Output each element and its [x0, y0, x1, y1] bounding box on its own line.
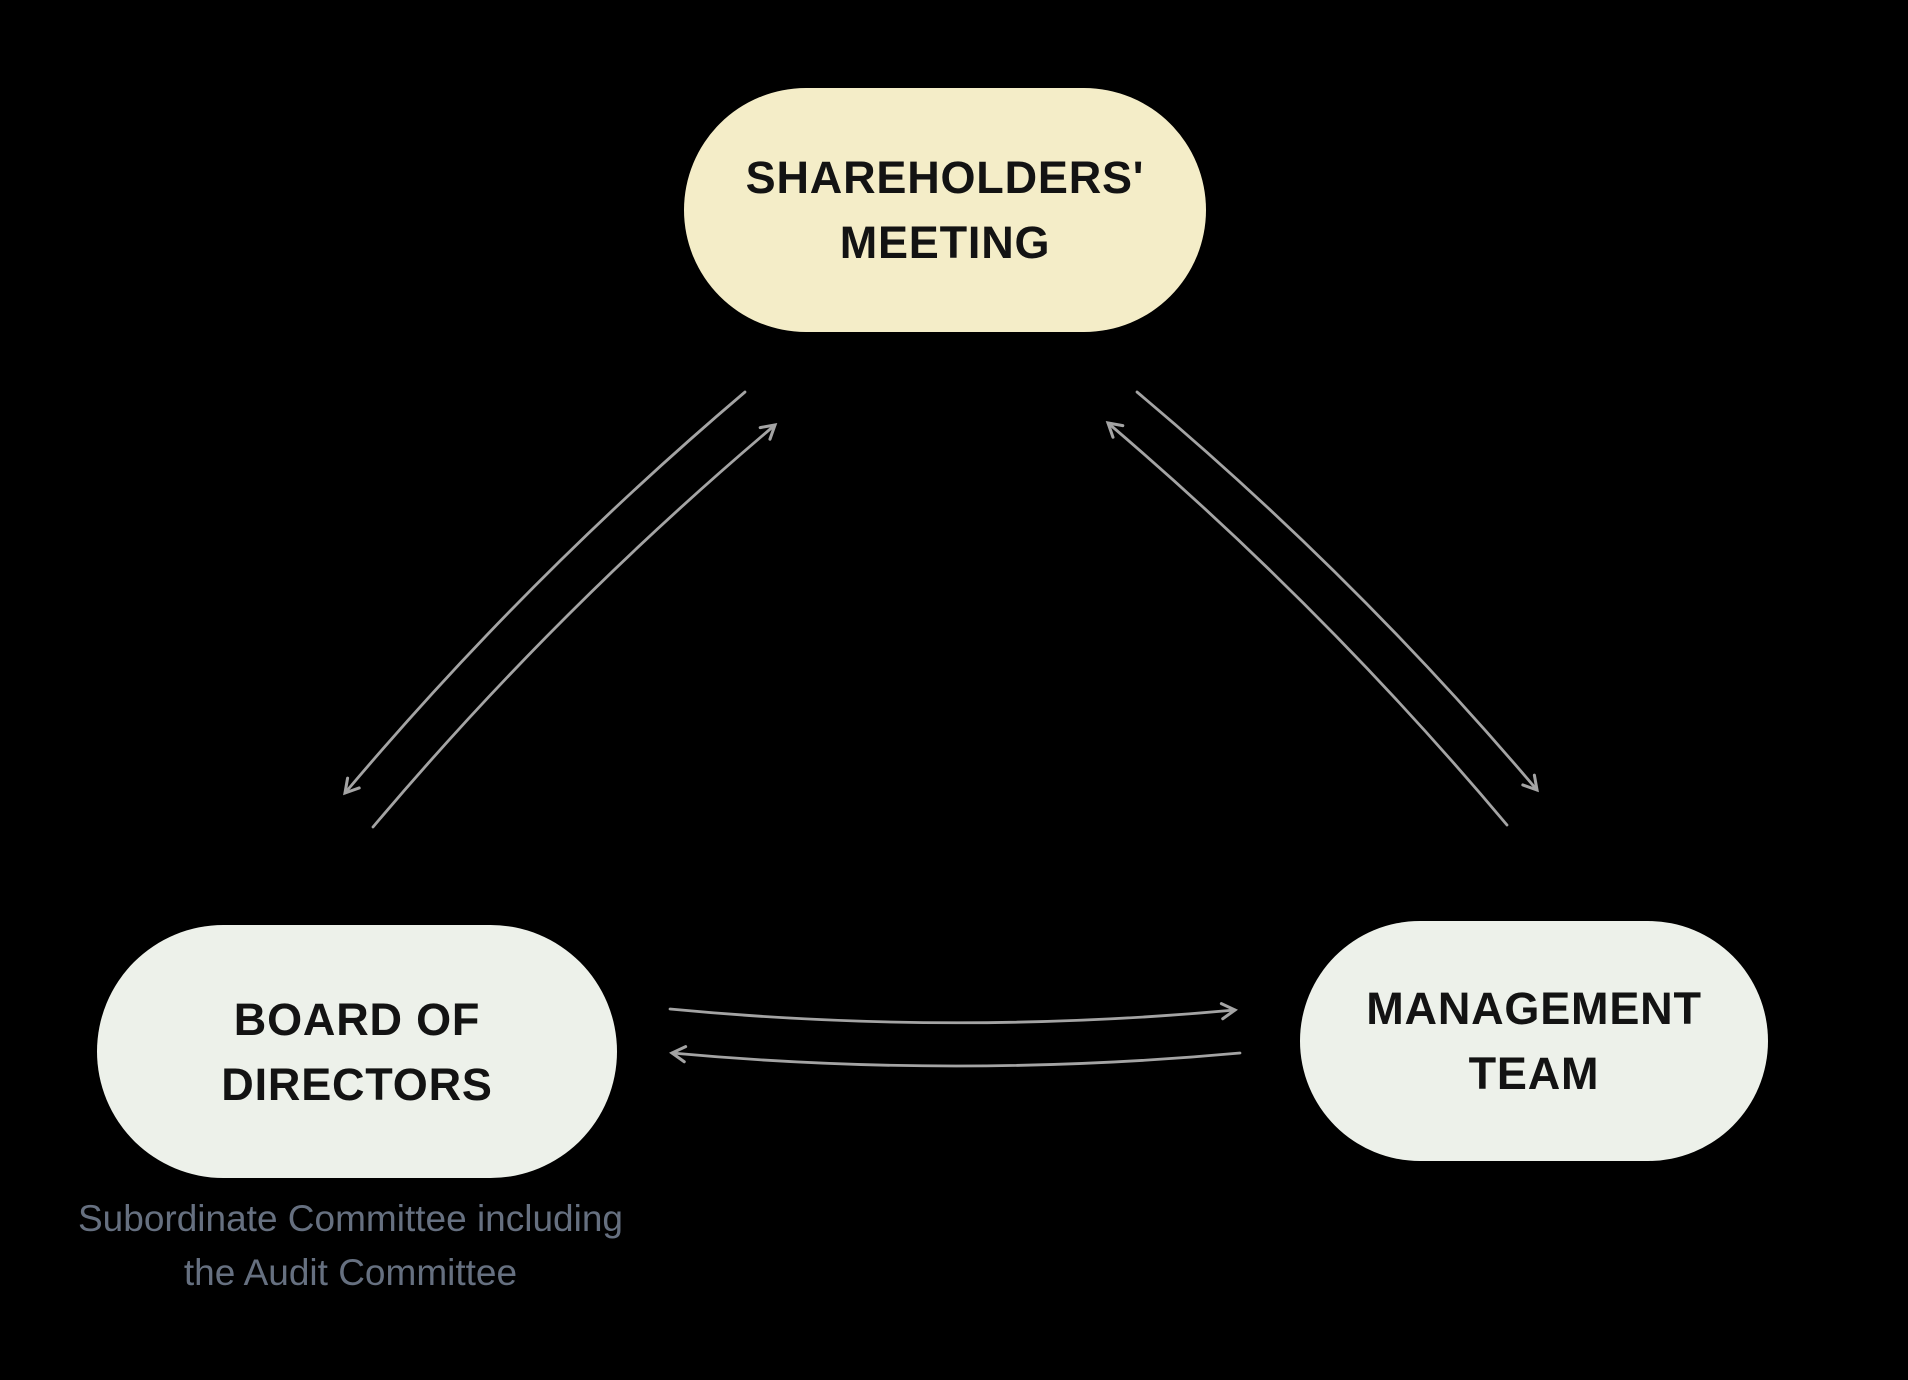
board-subcommittee-caption-line1: Subordinate Committee including [77, 1198, 624, 1239]
node-management-team: MANAGEMENT TEAM [1300, 921, 1768, 1161]
arrow-board-to-management-icon [668, 1002, 1238, 1025]
board-subcommittee-caption: Subordinate Committee including the Audi… [38, 1192, 663, 1300]
board-of-directors-label-line1: BOARD OF [233, 993, 481, 1045]
arrow-board-to-meeting-icon [371, 423, 778, 829]
arrow-meeting-to-board-icon [343, 390, 747, 796]
management-team-label-line2: TEAM [1468, 1048, 1600, 1099]
shareholders-meeting-label-line1: SHAREHOLDERS' [745, 152, 1145, 203]
node-shareholders-meeting: SHAREHOLDERS' MEETING [684, 88, 1206, 332]
shareholders-meeting-label: SHAREHOLDERS' MEETING [746, 145, 1145, 275]
board-of-directors-label: BOARD OF DIRECTORS [221, 987, 492, 1117]
shareholders-meeting-label-line2: MEETING [839, 217, 1051, 268]
management-team-label-line1: MANAGEMENT [1366, 983, 1702, 1034]
node-board-of-directors: BOARD OF DIRECTORS [97, 925, 617, 1178]
arrow-meeting-to-management-icon [1135, 390, 1539, 793]
arrow-management-to-meeting-icon [1105, 421, 1509, 827]
board-subcommittee-caption-line2: the Audit Committee [183, 1252, 518, 1293]
management-team-label: MANAGEMENT TEAM [1366, 976, 1701, 1106]
arrow-management-to-board-icon [669, 1045, 1242, 1068]
board-of-directors-label-line2: DIRECTORS [221, 1058, 493, 1110]
